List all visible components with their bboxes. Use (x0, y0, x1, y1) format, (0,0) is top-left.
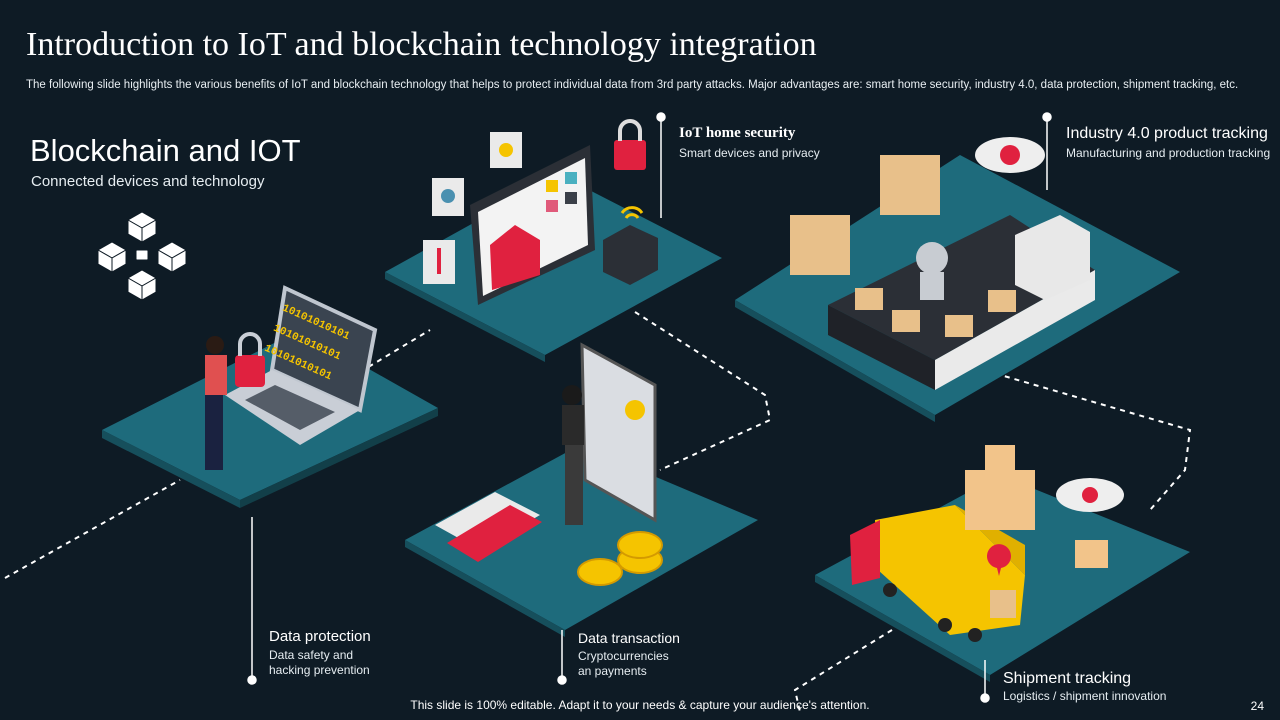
platforms (102, 155, 1190, 682)
hero-subtitle: Connected devices and technology (31, 173, 265, 190)
page-title: Introduction to IoT and blockchain techn… (26, 26, 817, 63)
laptop-illustration (205, 285, 378, 470)
platform-transaction (405, 445, 758, 630)
callout-lines (247, 112, 1052, 703)
callout-shipment: Shipment tracking Logistics / shipment i… (1003, 670, 1167, 703)
page-number: 24 (1250, 699, 1264, 713)
payment-illustration (435, 342, 663, 586)
callout-data-transaction: Data transaction Cryptocurrencies an pay… (578, 630, 680, 678)
blockchain-cubes-icon (96, 211, 188, 301)
factory-conveyor-illustration (790, 137, 1095, 390)
callout-home-security: IoT home security Smart devices and priv… (679, 125, 820, 160)
page-subtitle: The following slide highlights the vario… (26, 79, 1239, 91)
dashed-connectors (4, 311, 1192, 713)
smart-home-tablet-illustration (423, 119, 658, 305)
callout-data-protection: Data protection Data safety and hacking … (269, 628, 371, 677)
truck-illustration (850, 445, 1124, 642)
footer-note: This slide is 100% editable. Adapt it to… (410, 698, 870, 712)
callout-industry: Industry 4.0 product tracking Manufactur… (1066, 125, 1271, 160)
hero-title: Blockchain and IOT (30, 133, 301, 168)
